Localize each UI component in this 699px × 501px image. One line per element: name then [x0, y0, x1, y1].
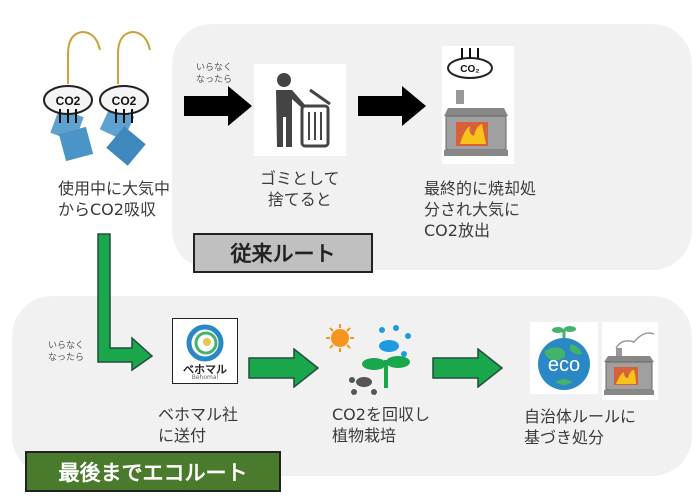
eco-step1-caption: ベホマル社 に送付 — [158, 405, 239, 445]
eco-step3-caption: 自治体ルールに 基づき処分 — [524, 407, 637, 447]
eco-step2-caption: CO2を回収し 植物栽培 — [332, 405, 430, 445]
plant-photosynthesis-icon — [326, 324, 411, 395]
incinerator-icon — [602, 322, 658, 400]
behomal-logo-text: ベホマル — [183, 363, 227, 376]
eco-earth-icon: eco — [530, 322, 598, 394]
eco-word: eco — [547, 354, 581, 376]
behomal-logo-sub: Behomal — [191, 374, 219, 381]
conventional-trigger-label: いらなく なったら — [196, 63, 233, 85]
behomal-logo-icon: ベホマル Behomal — [172, 318, 238, 384]
conventional-step2-caption: 最終的に焼却処 分され大気に CO2放出 — [424, 179, 537, 240]
conventional-route-label: 従来ルート — [193, 233, 373, 273]
arrow-right-black-2 — [358, 86, 426, 126]
earrings-co2-icon: CO2 CO2 — [43, 30, 151, 166]
svg-text:CO₂: CO₂ — [460, 64, 479, 75]
eco-route-label: 最後までエコルート — [25, 451, 281, 492]
co2-label-right: CO2 — [112, 94, 137, 108]
arrow-right-green-1 — [248, 348, 320, 388]
eco-trigger-label: いらなく なったら — [48, 341, 85, 363]
conventional-step1-caption: ゴミとして 捨てると — [260, 169, 340, 209]
trash-disposal-icon — [254, 64, 346, 156]
arrow-right-green-2 — [432, 348, 504, 388]
arrow-green-down-right — [97, 233, 154, 372]
start-caption: 使用中に大気中 からCO2吸収 — [58, 179, 171, 219]
incinerator-co2-icon: CO₂ — [442, 46, 514, 164]
arrow-right-black-1 — [184, 86, 252, 126]
co2-label-left: CO2 — [56, 94, 81, 108]
